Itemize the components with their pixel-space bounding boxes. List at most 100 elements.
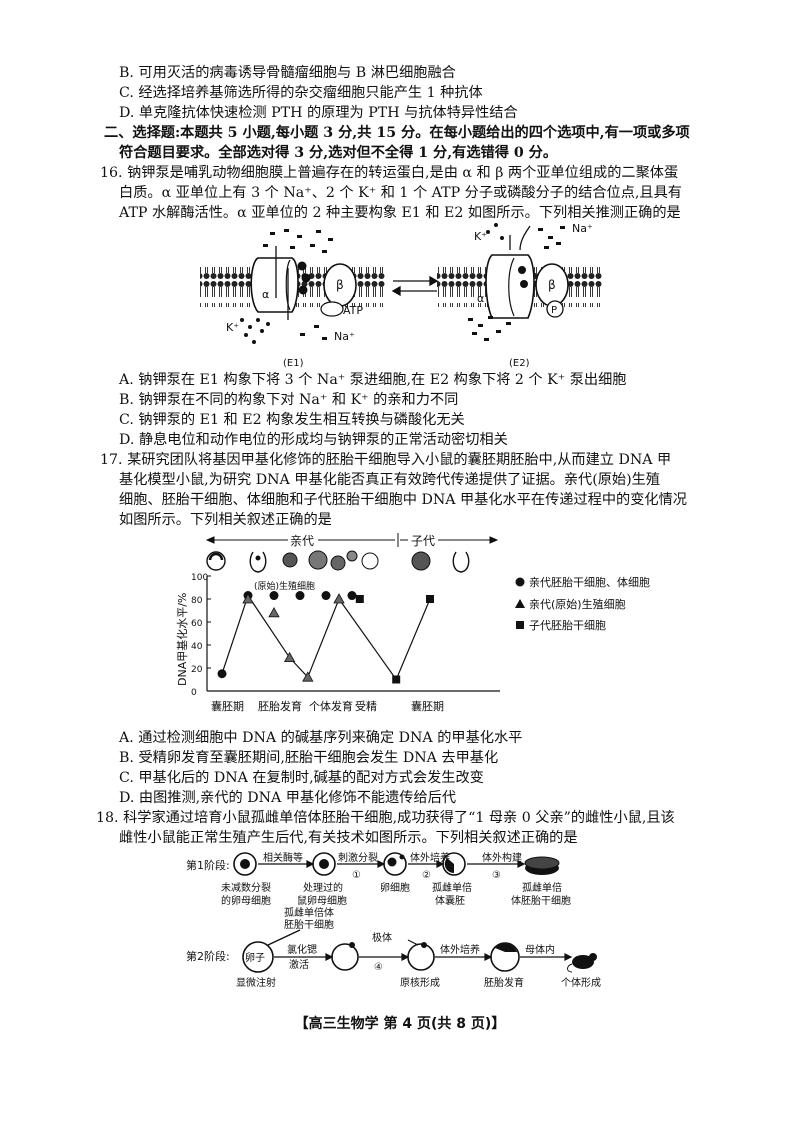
q17-stem-line1: 17. 某研究团队将基因甲基化修饰的胚胎干细胞导入小鼠的囊胚期胚胎中,从而建立 … <box>100 452 672 468</box>
q18-stem-line2: 雌性小鼠能正常生殖产生后代,有关技术如图所示。下列相关叙述正确的是 <box>119 830 578 846</box>
arrow-culture-label: 体外培养 <box>410 851 450 864</box>
q17-stem-line4: 如图所示。下列相关叙述正确的是 <box>119 512 332 528</box>
q15-option-c: C. 经选择培养基筛选所得的杂交瘤细胞只能产生 1 种抗体 <box>119 85 483 101</box>
data-point-triangle <box>302 671 314 682</box>
legend-marker-circle <box>515 577 525 587</box>
primordial-germ-cell-label: (原始)生殖细胞 <box>254 580 315 592</box>
step4-marker: ④ <box>374 962 383 973</box>
data-point-circle <box>217 669 227 679</box>
legend-marker-triangle <box>515 599 525 608</box>
q17-stem-line3: 细胞、胚胎干细胞、体细胞和子代胚胎干细胞中 DNA 甲基化水平在传递过程中的变化… <box>119 492 687 508</box>
y-tick-label: 20 <box>191 665 203 675</box>
stage1-cells <box>233 852 560 876</box>
cell1-label-a: 未减数分裂 <box>221 881 271 894</box>
parent-label: 亲代 <box>290 534 314 548</box>
arrow-stimulate-label: 刺激分裂 <box>338 851 378 864</box>
q17-option-d: D. 由图推测,亲代的 DNA 甲基化修饰不能遗传给后代 <box>119 790 457 806</box>
arrow-build-label: 体外构建 <box>482 851 522 864</box>
legend-item-3: 子代胚胎干细胞 <box>529 618 606 632</box>
q17-option-b: B. 受精卵发育至囊胚期间,胚胎干细胞会发生 DNA 去甲基化 <box>119 750 499 766</box>
e1-ions <box>240 229 333 344</box>
stage2-label: 第2阶段: <box>186 949 230 963</box>
data-point-circle <box>269 591 279 601</box>
y-tick-label: 0 <box>191 688 197 698</box>
section-header-line1: 二、选择题:本题共 5 小题,每小题 3 分,共 15 分。在每小题给出的四个选… <box>104 125 690 141</box>
data-point-circle <box>347 591 357 601</box>
legend-item-2: 亲代(原始)生殖细胞 <box>529 597 626 611</box>
e1-na-label: Na⁺ <box>334 330 355 343</box>
x-axis-label: 受精 <box>355 700 377 713</box>
page-footer: 【高三生物学 第 4 页(共 8 页)】 <box>294 1016 506 1032</box>
offspring-label: 子代 <box>411 534 435 548</box>
legend-marker-square <box>516 621 524 629</box>
e2-pump-protein <box>485 225 569 319</box>
data-point-square <box>355 595 364 603</box>
individual-label: 个体形成 <box>561 977 601 989</box>
e2-na-label: Na⁺ <box>572 222 593 235</box>
culture2-label: 体外培养 <box>440 943 480 956</box>
cell5-label-a: 孤雌单倍 <box>522 881 562 894</box>
section-header-line2: 符合题目要求。全部选对得 3 分,选对但不全得 1 分,有选错得 0 分。 <box>119 145 558 161</box>
stage2-top-label-b: 胚胎干细胞 <box>284 918 334 931</box>
arrow-enzyme-label: 相关酶等 <box>263 851 303 864</box>
srcl-label-b: 激活 <box>289 958 309 971</box>
q16-option-a: A. 钠钾泵在 E1 构象下将 3 个 Na⁺ 泵进细胞,在 E2 构象下将 2… <box>119 372 627 388</box>
chart-legend: 亲代胚胎干细胞、体细胞 亲代(原始)生殖细胞 子代胚胎干细胞 <box>515 575 650 632</box>
cell-icons <box>206 550 470 573</box>
generation-bracket <box>205 533 499 547</box>
y-tick-label: 40 <box>191 642 203 652</box>
e1-pump-protein <box>250 246 357 320</box>
q16-stem-line2: 白质。α 亚单位上有 3 个 Na⁺、2 个 K⁺ 和 1 个 ATP 分子或磷… <box>119 185 682 201</box>
q17-stem-line2: 基化模型小鼠,为研究 DNA 甲基化能否真正有效跨代传递提供了证据。亲代(原始)… <box>119 472 661 488</box>
cell2-label-b: 鼠卵母细胞 <box>297 894 347 907</box>
e2-caption: (E2) <box>509 358 530 369</box>
cell2-label-a: 处理过的 <box>303 881 343 894</box>
y-tick-label: 100 <box>191 573 208 583</box>
embryo-dev-label: 胚胎发育 <box>484 976 524 989</box>
q16-stem-line3: ATP 水解酶活性。α 亚单位的 2 种主要构象 E1 和 E2 如图所示。下列… <box>119 205 681 221</box>
stage1-arrows <box>258 860 526 868</box>
cell4-label-b: 体囊胚 <box>435 894 465 907</box>
cell1-label-b: 的卵母细胞 <box>221 894 271 907</box>
e2-ions <box>468 223 565 341</box>
stage2-top-label-a: 孤雌单倍体 <box>284 906 334 919</box>
conformation-arrows <box>391 275 439 297</box>
x-axis-label: 胚胎发育 <box>258 699 302 713</box>
polar-body-label: 极体 <box>372 931 392 944</box>
data-point-square <box>426 595 434 603</box>
step3-marker: ③ <box>492 870 501 881</box>
x-axis-label: 囊胚期 <box>411 699 444 713</box>
data-point-triangle <box>242 593 254 604</box>
data-point-square <box>392 675 401 684</box>
x-axis-label: 个体发育 <box>309 699 353 713</box>
step2-marker: ② <box>422 870 431 881</box>
q16-option-b: B. 钠钾泵在不同的构象下对 Na⁺ 和 K⁺ 的亲和力不同 <box>119 392 459 408</box>
q16-option-d: D. 静息电位和动作电位的形成均与钠钾泵的正常活动密切相关 <box>119 432 508 448</box>
data-point-triangle <box>268 606 280 618</box>
egg-label: 卵子 <box>245 952 265 964</box>
e1-beta-label: β <box>336 278 344 292</box>
microinjection-label: 显微注射 <box>236 976 276 989</box>
q17-option-c: C. 甲基化后的 DNA 在复制时,碱基的配对方式会发生改变 <box>119 770 484 786</box>
step1-marker: ① <box>352 870 361 881</box>
data-point-circle <box>295 591 305 601</box>
cell4-label-a: 孤雌单倍 <box>432 881 472 894</box>
cell3-label: 卵细胞 <box>380 881 410 894</box>
q15-option-d: D. 单克隆抗体快速检测 PTH 的原理为 PTH 与抗体特异性结合 <box>119 105 518 121</box>
q17-option-a: A. 通过检测细胞中 DNA 的碱基序列来确定 DNA 的甲基化水平 <box>119 730 523 746</box>
e2-alpha-label: α <box>477 292 484 305</box>
e2-k-label: K⁺ <box>474 230 487 243</box>
data-point-triangle <box>283 651 296 663</box>
e1-alpha-label: α <box>262 288 269 301</box>
q16-stem-line1: 16. 钠钾泵是哺乳动物细胞膜上普遍存在的转运蛋白,是由 α 和 β 两个亚单位… <box>100 165 679 181</box>
stage2-arrows <box>274 939 573 961</box>
x-axis-label: 囊胚期 <box>211 699 244 713</box>
srcl-label-a: 氯化锶 <box>287 943 317 956</box>
e1-atp-label: ATP <box>343 304 363 317</box>
data-point-triangle <box>333 593 345 604</box>
pronucleus-label: 原核形成 <box>400 976 440 989</box>
cell5-label-b: 体胚胎干细胞 <box>511 894 571 907</box>
